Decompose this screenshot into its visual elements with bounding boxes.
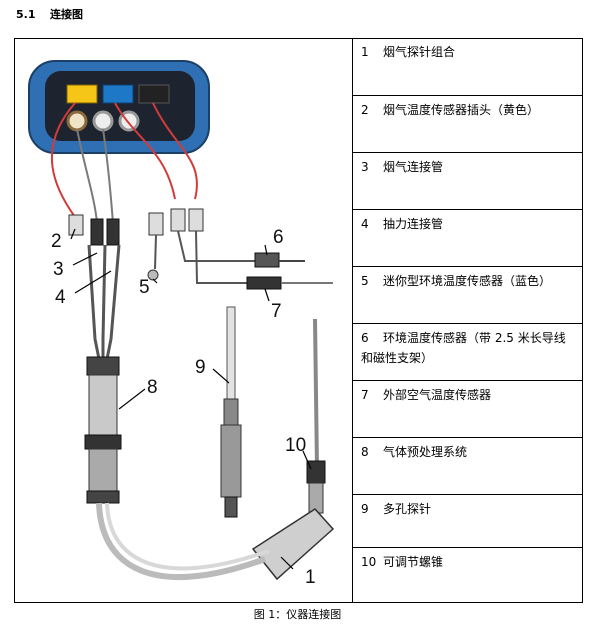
legend-row: 5 迷你型环境温度传感器（蓝色） (352, 266, 583, 323)
gas-inlet-1 (66, 110, 88, 132)
callout-3: 3 (53, 259, 64, 280)
legend-number: 9 (361, 502, 369, 516)
legend-number: 5 (361, 274, 369, 288)
legend-text: 烟气连接管 (383, 160, 444, 174)
callout-4: 4 (55, 287, 66, 308)
multi-hole-probe (220, 306, 242, 518)
callout-8: 8 (147, 377, 158, 398)
hose-bundle (87, 244, 121, 360)
tube-connector-1 (90, 218, 104, 246)
legend-number: 8 (361, 445, 369, 459)
red-cables (50, 102, 198, 218)
section-heading: 5.1 连接图 (16, 6, 83, 22)
external-sensor-cable (195, 230, 259, 284)
gas-inlet-2 (92, 110, 114, 132)
legend-text: 外部空气温度传感器 (383, 388, 492, 402)
external-air-sensor (246, 276, 282, 290)
figure-caption: 图 1：仪器连接图 (253, 608, 342, 621)
legend-row: 2 烟气温度传感器插头（黄色） (352, 95, 583, 152)
legend-row: 7 外部空气温度传感器 (352, 380, 583, 437)
legend-number: 6 (361, 331, 369, 345)
legend-row: 8 气体预处理系统 (352, 437, 583, 494)
instrument-housing (28, 60, 210, 154)
callout-5: 5 (139, 277, 150, 298)
probe-handle (251, 508, 335, 581)
legend-row: 3 烟气连接管 (352, 152, 583, 209)
callout-10: 10 (285, 435, 306, 456)
figure-frame: 1 2 3 4 5 6 7 8 9 10 (14, 38, 583, 603)
connection-diagram: 1 2 3 4 5 6 7 8 9 10 (28, 60, 335, 588)
legend-row: 1 烟气探针组合 (352, 38, 583, 95)
legend-number: 3 (361, 160, 369, 174)
legend-text: 烟气探针组合 (383, 45, 456, 59)
callout-6: 6 (273, 227, 284, 248)
mini-ambient-sensor (147, 269, 159, 281)
leader-lines (70, 228, 312, 570)
yellow-port (66, 84, 98, 104)
callout-9: 9 (195, 357, 206, 378)
temp-plug-external (188, 208, 204, 232)
section-title: 连接图 (50, 8, 83, 21)
callout-1: 1 (305, 567, 316, 588)
gray-tubes (76, 128, 114, 224)
gas-conditioning-system (84, 356, 122, 504)
legend-row: 4 抽力连接管 (352, 209, 583, 266)
blue-port (102, 84, 134, 104)
ambient-sensor-cable (177, 230, 263, 262)
temp-plug-blue (148, 212, 164, 236)
legend-number: 2 (361, 103, 369, 117)
flue-gas-probe (251, 318, 335, 581)
legend-number: 7 (361, 388, 369, 402)
legend-number: 4 (361, 217, 369, 231)
callout-2: 2 (51, 231, 62, 252)
legend-number: 10 (361, 555, 377, 569)
legend-row: 10 可调节螺锥 (352, 547, 583, 603)
ambient-sensor (254, 252, 280, 268)
legend-text: 环境温度传感器（带 2.5 米长导线和磁性支架） (361, 331, 566, 365)
adjustable-cone (306, 460, 326, 484)
section-number: 5.1 (16, 8, 36, 21)
callout-7: 7 (271, 301, 282, 322)
legend-text: 烟气温度传感器插头（黄色） (383, 103, 540, 117)
legend-row: 9 多孔探针 (352, 494, 583, 547)
probe-hose (96, 502, 267, 581)
legend-text: 可调节螺锥 (383, 555, 444, 569)
black-port (138, 84, 170, 104)
legend-text: 多孔探针 (383, 502, 432, 516)
tube-connector-2 (106, 218, 120, 246)
legend-text: 抽力连接管 (383, 217, 444, 231)
temp-plug-yellow (68, 214, 84, 236)
probe-hose-inner (105, 502, 270, 571)
legend-text: 迷你型环境温度传感器（蓝色） (383, 274, 552, 288)
legend-text: 气体预处理系统 (383, 445, 468, 459)
temp-plug-ambient (170, 208, 186, 232)
mini-sensor-cable (154, 234, 157, 270)
legend-number: 1 (361, 45, 369, 59)
